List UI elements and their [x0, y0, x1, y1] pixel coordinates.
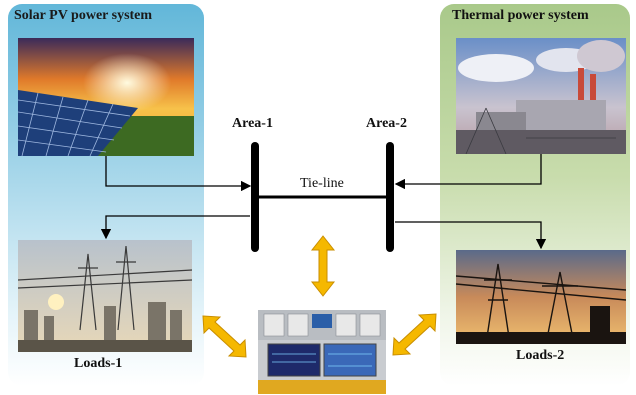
area2-to-loads2-arrow [395, 221, 547, 250]
tie-line-label: Tie-line [300, 176, 344, 191]
thermal-system-title: Thermal power system [452, 8, 589, 23]
vertical-double-arrow [310, 235, 336, 297]
transmission-tower-photo [456, 250, 626, 344]
left-double-arrow [202, 315, 247, 358]
solar-system-title: Solar PV power system [14, 8, 153, 23]
right-double-arrow [392, 313, 437, 356]
area2-label: Area-2 [366, 116, 407, 131]
solar-to-area1-arrow [105, 156, 252, 192]
control-room-photo [258, 310, 386, 394]
loads1-label: Loads-1 [74, 356, 123, 371]
thermal-plant-photo [456, 38, 626, 154]
solar-pv-photo [18, 38, 194, 156]
area1-to-loads1-arrow [100, 215, 250, 240]
area1-label: Area-1 [232, 116, 273, 131]
thermal-to-area2-arrow [394, 154, 542, 190]
substation-photo [18, 240, 192, 352]
loads2-label: Loads-2 [516, 348, 565, 363]
